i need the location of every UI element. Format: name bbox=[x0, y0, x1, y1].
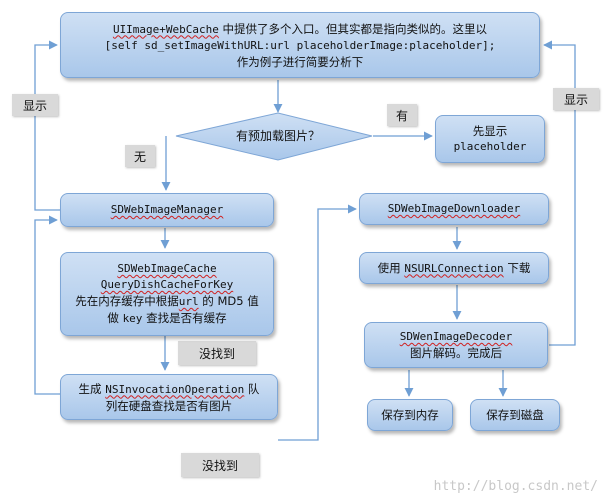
decoder-line-2: 图片解码。完成后 bbox=[410, 346, 502, 360]
connection-label-a: 使用 bbox=[377, 260, 405, 275]
operation-line-1b: NSInvocationOperation bbox=[105, 382, 245, 396]
cache-line-1: SDWebImageCache bbox=[117, 262, 217, 275]
cache-line-4c: 查找是否有缓存 bbox=[142, 311, 227, 325]
placeholder-line-1: 先显示 bbox=[472, 124, 508, 138]
entry-class-name: UIImage+WebCache bbox=[112, 22, 219, 36]
connection-label: 使用 NSURLConnection 下载 bbox=[378, 260, 531, 277]
decoder-line-1: SDWenImageDecoder bbox=[399, 330, 513, 343]
invocation-operation-box: 生成 NSInvocationOperation 队 列在硬盘查找是否有图片 bbox=[60, 374, 278, 420]
cache-line-4a: 做 bbox=[107, 311, 123, 325]
entry-description-box: UIImage+WebCache 中提供了多个入口。但其实都是指向类似的。这里以… bbox=[60, 12, 540, 78]
watermark-url: http://blog.csdn.net/ bbox=[433, 479, 598, 494]
connection-label-c: 下载 bbox=[503, 260, 531, 275]
manager-label: SDWebImageManager bbox=[110, 203, 224, 216]
save-to-memory-box: 保存到内存 bbox=[367, 399, 453, 431]
cache-line-3b: url bbox=[178, 295, 199, 308]
operation-line-1: 生成 NSInvocationOperation 队 bbox=[79, 381, 260, 398]
arrow-right-loop-show bbox=[543, 40, 576, 346]
web-image-downloader-box: SDWebImageDownloader bbox=[359, 193, 549, 225]
decision-label: 有预加载图片？ bbox=[235, 129, 320, 143]
label-show-right: 显示 bbox=[553, 88, 599, 110]
placeholder-line-2: placeholder bbox=[453, 140, 527, 153]
label-not-found-2: 没找到 bbox=[181, 453, 259, 477]
save-memory-label: 保存到内存 bbox=[381, 408, 439, 422]
url-connection-box: 使用 NSURLConnection 下载 bbox=[359, 252, 549, 284]
operation-line-1a: 生成 bbox=[78, 381, 106, 396]
connection-label-b: NSURLConnection bbox=[404, 261, 504, 275]
save-disk-label: 保存到磁盘 bbox=[486, 408, 544, 422]
label-no: 无 bbox=[125, 145, 155, 167]
entry-line-1: UIImage+WebCache 中提供了多个入口。但其实都是指向类似的。这里以 bbox=[113, 21, 487, 38]
operation-line-1c: 队 bbox=[244, 381, 260, 396]
label-show-left: 显示 bbox=[12, 94, 58, 116]
label-yes: 有 bbox=[387, 104, 417, 126]
show-placeholder-box: 先显示 placeholder bbox=[435, 115, 545, 163]
web-image-cache-box: SDWebImageCache QueryDishCacheForKey 先在内… bbox=[60, 252, 274, 336]
cache-line-4b: key bbox=[122, 312, 143, 325]
arrow-left-loop-show bbox=[34, 40, 60, 211]
operation-line-2: 列在硬盘查找是否有图片 bbox=[105, 398, 233, 413]
arrow-operation-to-downloader bbox=[278, 204, 357, 441]
cache-line-3a: 先在内存缓存中根据 bbox=[75, 294, 179, 308]
decision-diamond bbox=[175, 112, 373, 161]
entry-line-2: [self sd_setImageWithURL:url placeholder… bbox=[104, 38, 496, 52]
arrow-operation-to-manager bbox=[34, 215, 60, 395]
label-not-found-1: 没找到 bbox=[178, 341, 256, 365]
save-to-disk-box: 保存到磁盘 bbox=[470, 399, 560, 431]
downloader-label: SDWebImageDownloader bbox=[387, 202, 521, 215]
image-decoder-box: SDWenImageDecoder 图片解码。完成后 bbox=[364, 322, 548, 368]
entry-line-1-text: 中提供了多个入口。但其实都是指向类似的。这里以 bbox=[218, 21, 488, 36]
cache-line-2: QueryDishCacheForKey bbox=[100, 278, 234, 291]
web-image-manager-box: SDWebImageManager bbox=[60, 193, 274, 227]
entry-line-3: 作为例子进行简要分析下 bbox=[236, 54, 364, 69]
cache-line-3: 先在内存缓存中根据url 的 MD5 值 bbox=[75, 293, 258, 310]
cache-line-4: 做 key 查找是否有缓存 bbox=[107, 310, 226, 327]
cache-line-3c: 的 MD5 值 bbox=[198, 294, 259, 308]
